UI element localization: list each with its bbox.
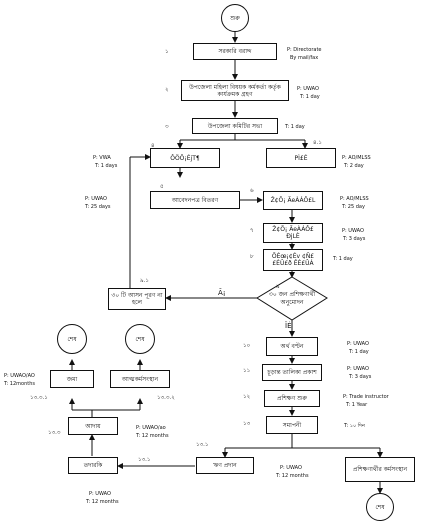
step-5-box: আবেদনপত্র বিতরণ [150,191,240,209]
self-employment-box: আত্মকর্মসংস্থান [110,370,170,388]
step-6-box: Ž¢Õ¡ ÃeÀÁÔ£L [263,191,323,210]
recovery-meta-p: P: UWAO/ao [136,425,166,431]
step-9-no-label: Ã¡ [218,289,226,297]
step-1-meta-t: By mail/fax [290,55,319,61]
step-13-3-2-number: ১৩.৩.২ [157,395,175,401]
step-7-meta-p: P: UWAO [342,228,364,234]
step-7-number: ৭ [250,228,254,234]
supervision-meta-p: P: UWAO [89,491,111,497]
step-4-meta-p: P: VWA [93,155,111,161]
step-2-meta-t: T: 1 day [300,94,320,100]
step-13-1-meta-t: T: 12 months [276,473,309,479]
supervision-meta-t: T: 12 months [86,499,119,505]
step-9-number: ৯ [276,284,280,290]
step-4-1-meta-t: T: 2 day [344,163,364,169]
step-13-3-1a-number: ১৩.৩.১ [30,395,48,401]
step-12-meta-p: P: Trade instructor [343,394,389,400]
step-13-2-box: প্রশিক্ষণার্থীর কর্মসংস্থান [345,457,415,482]
deposit-box: জমা [50,370,94,388]
step-5-meta-t: T: 25 days [85,204,111,210]
end-node-left-1: শেষ [57,324,87,354]
step-4-1-number: ৪.১ [313,140,322,146]
step-10-box: অর্থ বণ্টন [266,337,318,356]
step-4-1-box: PÌ£É [266,148,336,168]
step-10-meta-p: P: UWAO [347,341,369,347]
step-6-number: ৬ [250,188,254,194]
step-7-box: Ž¢Õ¡ ÃeÀÁÔ£ ÐjLÈ [263,223,323,243]
step-1-box: সরকারি বরাদ্দ [193,43,277,60]
step-3-number: ৩ [165,124,169,130]
supervision-box: তদারকি [68,457,118,474]
step-9-1-number: ৯.১ [140,278,149,284]
step-4-box: ÔÖÕ¡ÉjT¶ [150,148,220,168]
step-13-number: ১৩ [243,421,251,427]
step-13-meta-t: T: ১০ দিন [344,423,365,429]
step-2-meta-p: P: UWAO [297,86,319,92]
step-12-box: প্রশিক্ষণ শুরু [264,390,320,407]
step-11-number: ১১ [243,368,251,374]
step-11-box: চূড়ান্ত তালিকা প্রকাশ [262,364,322,381]
step-4-meta-t: T: 1 days [95,163,118,169]
deposit-meta-p: P: UWAO/AO [4,373,35,379]
step-9-yes-label: ÏÉ [285,322,292,330]
step-12-meta-t: T: 1 Year [346,402,368,408]
step-2-number: ২ [165,87,169,93]
recovery-box: আদায় [68,417,118,435]
step-8-number: ৮ [250,254,254,260]
step-4-number: ৪ [151,143,155,149]
start-node: শুরু [221,4,249,32]
step-9-decision-text: ৩০ জন প্রশিক্ষণার্থী অনুমোদন [268,291,316,306]
step-13-3-number: ১৩.৩ [48,430,61,436]
end-node-left-2: শেষ [125,324,155,354]
step-2-box: উপজেলা মহিলা বিষয়ক কর্মকর্তা কর্তৃক কার… [181,80,289,101]
step-13-box: সমাপনী [266,416,318,434]
step-5-number: ৫ [160,184,164,190]
step-1-number: ১ [165,49,169,55]
step-8-meta-t: T: 1 day [333,256,353,262]
step-13-1-box: ঋণ প্রদান [196,457,254,474]
step-3-meta-t: T: 1 day [285,124,305,130]
recovery-meta-t: T: 12 months [136,433,169,439]
step-5-meta-p: P: UWAO [85,196,107,202]
step-7-meta-t: T: 3 days [343,236,366,242]
step-6-meta-t: T: 25 day [342,204,365,210]
step-3-box: উপজেলা কমিটির সভা [192,118,278,134]
step-10-meta-t: T: 1 day [349,349,369,355]
step-11-meta-p: P: UWAO [347,366,369,372]
step-8-box: ÕÉœ¡¢Év ¢Ñ££ÉÛ£ð ÊÉ£ÛÁ [263,249,323,271]
step-12-number: ১২ [243,394,251,400]
step-1-meta-p: P: Directorate [287,47,322,53]
deposit-meta-t: T: 12months [4,381,35,387]
step-6-meta-p: P: AO/MLSS [340,196,369,202]
step-11-meta-t: T: 3 days [349,374,372,380]
step-13-1-meta-p: P: UWAO [280,465,302,471]
step-10-number: ১০ [243,343,251,349]
step-4-1-meta-p: P: AO/MLSS [342,155,371,161]
end-node-right: শেষ [366,493,394,521]
step-13-3-1-number: ১৩.১ [138,457,151,463]
step-9-1-box: ৩০ টি আসন পূরণ না হলে [108,288,166,310]
step-13-1-number: ১৩.১ [196,442,209,448]
